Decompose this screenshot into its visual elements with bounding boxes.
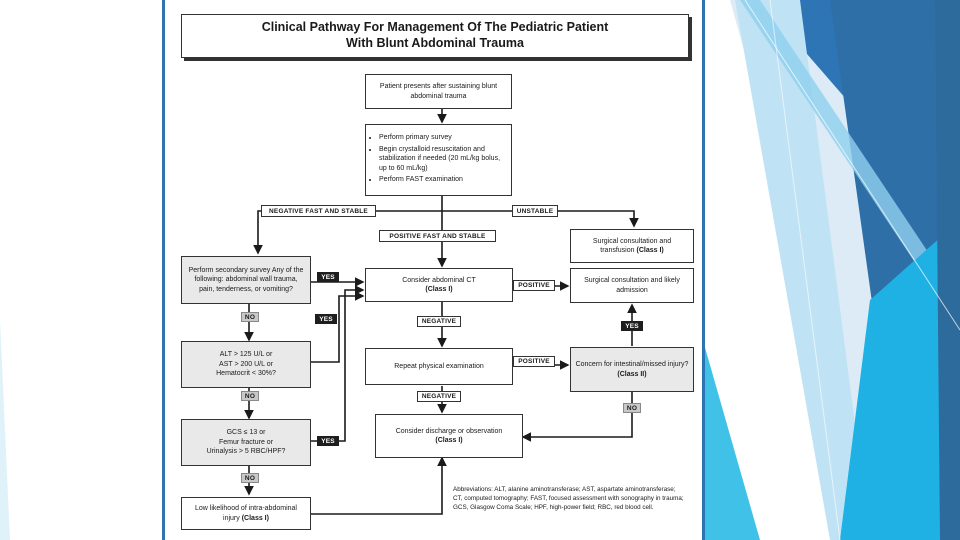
- label-negative-ct: NEGATIVE: [417, 316, 461, 327]
- title-line-2: With Blunt Abdominal Trauma: [346, 36, 524, 50]
- label-positive-fast-stable: POSITIVE FAST AND STABLE: [379, 230, 496, 242]
- node-alt-ast: ALT > 125 U/L or AST > 200 U/L or Hemato…: [181, 341, 311, 388]
- node-consider-ct: Consider abdominal CT (Class I): [365, 268, 513, 302]
- surgical-transfusion-class: (Class I): [636, 247, 664, 254]
- node-primary-survey: Perform primary survey Begin crystalloid…: [365, 124, 512, 196]
- page-title: Clinical Pathway For Management Of The P…: [181, 14, 689, 58]
- node-surgical-transfusion: Surgical consultation and transfusion (C…: [570, 229, 694, 263]
- node-secondary-survey-text: Perform secondary survey Any of the foll…: [188, 266, 304, 293]
- label-negative-exam: NEGATIVE: [417, 391, 461, 402]
- discharge-text: Consider discharge or observation: [395, 427, 503, 435]
- discharge-class: (Class I): [435, 437, 463, 444]
- primary-step-3: Perform FAST examination: [379, 175, 507, 184]
- low-likelihood-text: Low likelihood of intra-abdominal injury: [195, 505, 297, 522]
- node-patient-presents-text: Patient presents after sustaining blunt …: [379, 83, 498, 100]
- node-secondary-survey: Perform secondary survey Any of the foll…: [181, 256, 311, 304]
- gcs-line-3: Urinalysis > 5 RBC/HPF?: [206, 448, 286, 456]
- consider-ct-text: Consider abdominal CT: [402, 276, 476, 284]
- alt-ast-line-1: ALT > 125 U/L or: [219, 351, 273, 359]
- label-no-secondary: NO: [241, 312, 259, 322]
- abbreviations-note: Abbreviations: ALT, alanine aminotransfe…: [453, 486, 684, 512]
- label-negative-fast-stable: NEGATIVE FAST AND STABLE: [261, 205, 376, 217]
- flowchart-slide: Clinical Pathway For Management Of The P…: [162, 0, 705, 540]
- alt-ast-line-2: AST > 200 U/L or: [219, 360, 273, 368]
- node-gcs: GCS ≤ 13 or Femur fracture or Urinalysis…: [181, 419, 311, 466]
- node-surgical-admission: Surgical consultation and likely admissi…: [570, 268, 694, 303]
- node-concern-injury: Concern for intestinal/missed injury?(Cl…: [570, 347, 694, 392]
- node-repeat-exam: Repeat physical examination: [365, 348, 513, 385]
- alt-ast-line-3: Hematocrit < 30%?: [216, 370, 276, 378]
- surgical-admission-text: Surgical consultation and likely admissi…: [584, 277, 680, 294]
- label-yes-concern: YES: [621, 321, 643, 331]
- node-discharge: Consider discharge or observation (Class …: [375, 414, 523, 458]
- label-no-labs: NO: [241, 391, 259, 401]
- low-likelihood-class: (Class I): [241, 514, 269, 522]
- node-patient-presents: Patient presents after sustaining blunt …: [365, 74, 512, 109]
- label-yes-gcs: YES: [317, 436, 339, 446]
- concern-class: (Class II): [617, 370, 647, 378]
- primary-step-2: Begin crystalloid resuscitation and stab…: [379, 145, 507, 173]
- label-no-gcs: NO: [241, 473, 259, 483]
- node-low-likelihood: Low likelihood of intra-abdominal injury…: [181, 497, 311, 530]
- label-positive-ct: POSITIVE: [513, 280, 555, 291]
- title-line-1: Clinical Pathway For Management Of The P…: [261, 20, 609, 35]
- label-unstable: UNSTABLE: [512, 205, 558, 217]
- consider-ct-class: (Class I): [425, 286, 453, 293]
- gcs-line-1: GCS ≤ 13 or: [226, 429, 266, 437]
- label-no-concern: NO: [623, 403, 641, 413]
- label-positive-exam: POSITIVE: [513, 356, 555, 367]
- label-yes-secondary: YES: [317, 272, 339, 282]
- label-yes-labs: YES: [315, 314, 337, 324]
- concern-text: Concern for intestinal/missed injury?: [575, 361, 689, 369]
- primary-step-1: Perform primary survey: [379, 133, 507, 142]
- gcs-line-2: Femur fracture or: [218, 438, 274, 446]
- surgical-transfusion-text: Surgical consultation and transfusion: [592, 237, 672, 254]
- repeat-exam-text: Repeat physical examination: [394, 362, 484, 370]
